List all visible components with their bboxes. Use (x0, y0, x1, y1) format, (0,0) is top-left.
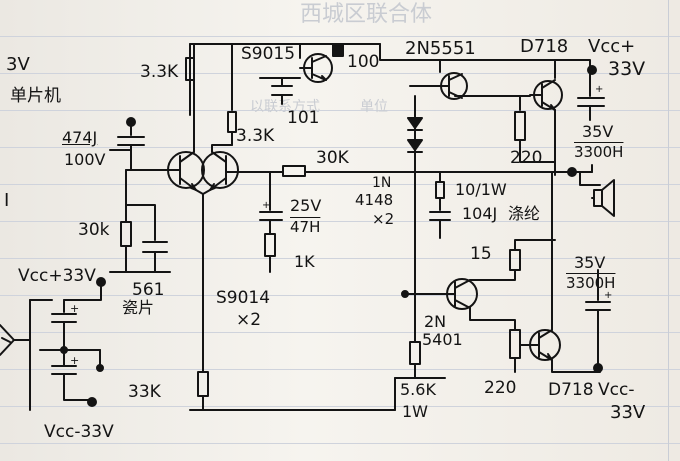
transistor-s9015 (299, 53, 333, 83)
input-network (109, 169, 171, 273)
label-10-1w: 10/1W (455, 180, 507, 199)
label-d718-top: D718 (520, 36, 569, 57)
label-25v: 25V (290, 196, 322, 215)
label-s9015: S9015 (241, 44, 296, 64)
label-s9014: S9014 (216, 288, 271, 308)
label-474j: 474J (62, 128, 98, 147)
label-101: 101 (287, 108, 320, 128)
resistor-220-top (514, 111, 526, 141)
capacitor-101 (259, 77, 301, 105)
speaker-icon (591, 179, 615, 217)
resistor-100 (332, 43, 344, 57)
vcc-pos-terminal (587, 65, 597, 75)
label-d718-bottom: D718 (548, 380, 594, 400)
transistor-2n5551 (439, 72, 468, 100)
left-supply-caps: + + (29, 277, 106, 411)
zobel-network (429, 171, 451, 239)
svg-text:+: + (595, 84, 603, 95)
faded-print-mid2: 单位 (360, 99, 388, 115)
svg-text:+: + (262, 200, 270, 211)
label-vcc-neg-left: Vcc-33V (44, 422, 114, 442)
label-47: 47H (290, 218, 321, 236)
diodes-1n4148 (407, 95, 423, 301)
label-5k6-watt: 1W (402, 402, 428, 421)
label-33v-bottom: 33V (610, 402, 646, 423)
capacitor-47-and-1k: + (259, 195, 283, 273)
faded-print-top: 西城区联合体 (300, 2, 433, 27)
label-35v-top: 35V (582, 122, 614, 141)
label-220-top: 220 (510, 148, 543, 168)
label-3300-top: 3300H (574, 143, 624, 161)
label-33v-top: 33V (608, 58, 646, 80)
label-104j: 104J (462, 204, 498, 223)
svg-text:+: + (70, 302, 79, 315)
resistor-220-bottom (509, 329, 521, 373)
label-vcc-pos-left: Vcc+33V (18, 266, 96, 286)
faded-print-mid: 以联系方式 (250, 99, 320, 115)
resistor-33k (189, 371, 446, 411)
label-474j-volt: 100V (64, 150, 106, 169)
resistor-30k-feedback (269, 165, 306, 197)
label-15: 15 (470, 244, 492, 264)
label-page-3v: 3V (6, 54, 30, 75)
label-104j-type: 涤纶 (508, 204, 541, 223)
label-220-bottom: 220 (484, 378, 517, 398)
label-30k-feedback: 30K (316, 148, 349, 168)
capacitor-3300-top: + (577, 73, 605, 121)
resistor-5k6 (409, 299, 421, 379)
transistor-d718-top (529, 79, 563, 111)
capacitor-3300-bottom: + (585, 269, 612, 373)
label-diode-x2: ×2 (372, 210, 395, 228)
transistor-d718-bottom (469, 171, 601, 373)
bridge-rectifier (0, 324, 31, 356)
resistor-15 (509, 239, 556, 271)
label-100: 100 (347, 52, 380, 72)
label-5k6: 5.6K (400, 380, 436, 399)
label-vcc-pos-right: Vcc+ (588, 36, 636, 57)
label-vcc-neg-right: Vcc- (598, 380, 635, 400)
label-3k3-a: 3.3K (140, 62, 179, 82)
label-1n: 1N (372, 175, 392, 191)
label-1k: 1K (294, 252, 315, 271)
resistor-3k3-b (227, 59, 237, 146)
label-s9014-x2: ×2 (236, 310, 262, 330)
label-33k: 33K (128, 382, 161, 402)
top-wiring (189, 43, 591, 176)
label-30k-input: 30k (78, 220, 110, 240)
label-561-type: 瓷片 (122, 298, 155, 317)
svg-text:+: + (70, 354, 79, 367)
label-page-mcu: 单片机 (10, 86, 61, 106)
label-3300-bottom: 3300H (566, 274, 616, 292)
label-2n5551: 2N5551 (405, 38, 476, 59)
label-page-edge: I (4, 190, 10, 211)
label-3k3-b: 3.3K (236, 126, 275, 146)
output-node (269, 164, 601, 186)
paper-margin-line (668, 0, 669, 461)
label-561: 561 (132, 280, 165, 300)
label-4148: 4148 (355, 191, 394, 209)
capacitor-474j (109, 117, 145, 171)
transistor-2n5401 (401, 269, 516, 310)
label-5401: 5401 (422, 330, 463, 349)
label-35v-bottom: 35V (574, 253, 606, 272)
label-2n: 2N (424, 312, 447, 331)
transistor-pair-s9014 (125, 43, 271, 373)
svg-text:+: + (604, 290, 612, 301)
